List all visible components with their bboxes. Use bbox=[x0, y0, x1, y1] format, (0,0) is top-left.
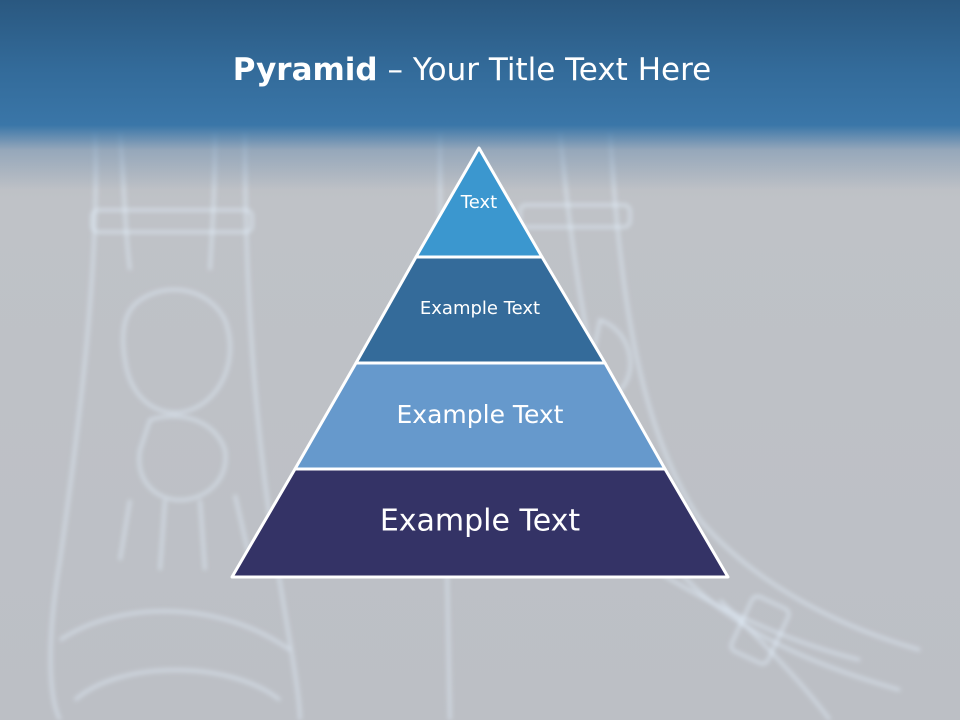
pyramid-tier-2-label: Example Text bbox=[420, 298, 540, 319]
foot-skeleton-xray-left-icon bbox=[49, 129, 302, 720]
pyramid-tier-3-label: Example Text bbox=[397, 400, 564, 429]
slide-title: Pyramid – Your Title Text Here bbox=[0, 52, 944, 88]
slide-title-bold: Pyramid bbox=[232, 52, 378, 88]
pyramid-tier-4[interactable] bbox=[230, 467, 730, 579]
slide-title-rest: – Your Title Text Here bbox=[377, 52, 712, 88]
pyramid-tier-4-label: Example Text bbox=[380, 504, 581, 539]
pyramid-tier-1-label: Text bbox=[460, 192, 497, 213]
